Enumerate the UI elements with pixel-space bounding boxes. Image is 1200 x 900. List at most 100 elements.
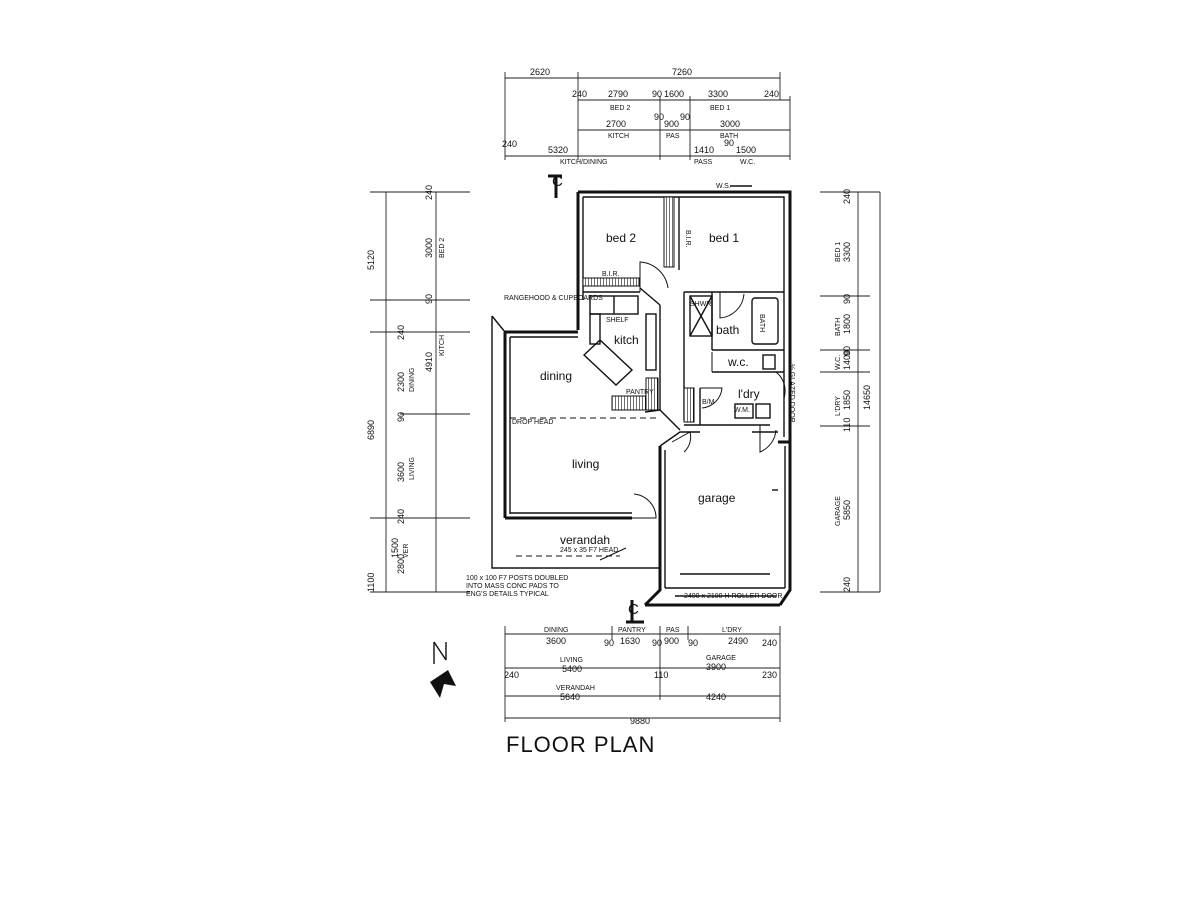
svg-text:240: 240: [396, 325, 406, 340]
svg-text:3900: 3900: [706, 662, 726, 672]
svg-text:240: 240: [762, 638, 777, 648]
svg-text:GARAGE: GARAGE: [835, 496, 842, 526]
svg-text:110: 110: [654, 670, 668, 680]
dims-bottom: DINING PANTRY PAS L'DRY 3600 1630 900 24…: [504, 626, 781, 726]
dim-top-2620: 2620: [530, 67, 550, 77]
wall-garage-left: [643, 446, 662, 607]
room-living-label: living: [572, 457, 599, 471]
doors: [599, 261, 786, 561]
svg-text:W.C.: W.C.: [835, 355, 842, 370]
svg-text:DINING: DINING: [409, 368, 416, 393]
door-wc-glazed: [770, 371, 786, 399]
svg-text:5850: 5850: [842, 500, 852, 520]
svg-text:VER: VER: [403, 544, 410, 558]
svg-text:3000: 3000: [720, 119, 740, 129]
svg-text:6890: 6890: [366, 420, 376, 440]
svg-text:240: 240: [396, 509, 406, 524]
note-shelf: SHELF: [606, 317, 629, 324]
note-garage-door: 2400 x 2100 H ROLLER DOOR: [684, 593, 782, 600]
svg-text:1800: 1800: [842, 314, 852, 334]
svg-text:BED 1: BED 1: [710, 105, 730, 112]
svg-text:90: 90: [688, 638, 698, 648]
verandah-outline: [491, 316, 660, 569]
shower-fixture: [689, 295, 713, 337]
note-bir-bed2: B.I.R.: [602, 271, 620, 278]
dim-top-7260: 7260: [672, 67, 692, 77]
note-bir-bed1: B.I.R.: [684, 230, 691, 248]
svg-text:PASS: PASS: [694, 159, 712, 166]
drawing-title: FLOOR PLAN: [506, 732, 655, 757]
svg-text:5120: 5120: [366, 250, 376, 270]
svg-text:90: 90: [604, 638, 614, 648]
room-labels: bed 2 bed 1 kitch dining bath w.c. l'dry…: [540, 231, 760, 547]
svg-text:3600: 3600: [546, 636, 566, 646]
svg-text:90: 90: [724, 138, 734, 148]
svg-text:240: 240: [424, 185, 434, 200]
door-garage-entry: [671, 431, 692, 453]
svg-text:240: 240: [842, 577, 852, 592]
svg-text:W.C.: W.C.: [740, 159, 755, 166]
room-wc-label: w.c.: [727, 355, 749, 369]
svg-text:1100: 1100: [366, 573, 376, 592]
note-ws: W.S.: [716, 183, 731, 190]
svg-text:90: 90: [680, 112, 690, 122]
note-wc-door: ½ GLAZED DOOR: [788, 364, 796, 423]
svg-text:BATH: BATH: [835, 318, 842, 336]
kitchen-bench-right: [645, 313, 657, 371]
wall-outer-top-right: [578, 190, 792, 444]
svg-text:5640: 5640: [560, 692, 580, 702]
laundry-tub: [734, 403, 754, 419]
svg-text:BED 2: BED 2: [439, 238, 446, 258]
wall-inner-top-right: [583, 196, 785, 437]
svg-text:PAS: PAS: [666, 627, 680, 634]
robe-partition: [663, 196, 675, 268]
room-verandah-label: verandah: [560, 533, 610, 547]
svg-text:90: 90: [842, 294, 852, 304]
note-posts-3: ENG'S DETAILS TYPICAL: [466, 591, 549, 598]
section-marks: C C: [548, 173, 644, 624]
room-bed1-label: bed 1: [709, 231, 739, 245]
room-bed2-label: bed 2: [606, 231, 636, 245]
room-dining-label: dining: [540, 369, 572, 383]
section-c-top: C: [552, 173, 563, 190]
svg-text:5400: 5400: [562, 664, 582, 674]
kitchen-island: [582, 339, 634, 386]
door-living: [632, 493, 657, 519]
door-garage-rear: [759, 425, 777, 453]
dims-top: 2620 7260 240 2790 90 1600 3300 240 BED …: [502, 67, 791, 166]
note-bm: B/M: [702, 399, 715, 406]
svg-text:1410: 1410: [694, 145, 714, 155]
svg-text:2300: 2300: [396, 372, 406, 392]
svg-text:1500: 1500: [736, 145, 756, 155]
door-bed2: [639, 261, 669, 292]
note-rangehood: RANGEHOOD & CUPBOARDS: [504, 295, 603, 302]
svg-text:1630: 1630: [620, 636, 640, 646]
svg-text:4910: 4910: [424, 352, 434, 372]
note-posts-1: 100 x 100 F7 POSTS DOUBLED: [466, 575, 568, 582]
wall-garage-right: [778, 442, 792, 606]
note-beam: 245 x 35 F7 HEAD: [560, 547, 618, 554]
svg-text:90: 90: [652, 638, 662, 648]
note-drop-head: DROP HEAD: [512, 419, 554, 426]
door-ldry: [700, 387, 723, 409]
dim-total-width: 9880: [630, 716, 650, 726]
bath-fixture: [751, 297, 779, 345]
svg-text:240: 240: [502, 139, 517, 149]
svg-text:BED 1: BED 1: [835, 242, 842, 262]
svg-text:240: 240: [764, 89, 779, 99]
room-bath-label: bath: [716, 323, 739, 337]
svg-text:5320: 5320: [548, 145, 568, 155]
svg-text:LIVING: LIVING: [409, 457, 416, 480]
svg-text:3300: 3300: [708, 89, 728, 99]
kitchen-bench-left: [589, 313, 601, 345]
svg-text:2700: 2700: [606, 119, 626, 129]
note-wm: W.M.: [734, 407, 750, 414]
note-posts-2: INTO MASS CONC PADS TO: [466, 583, 559, 590]
svg-text:2790: 2790: [608, 89, 628, 99]
svg-text:PANTRY: PANTRY: [618, 627, 646, 634]
svg-text:1400: 1400: [842, 350, 852, 370]
svg-text:14650: 14650: [862, 385, 872, 410]
svg-text:BED 2: BED 2: [610, 105, 630, 112]
svg-text:900: 900: [664, 119, 679, 129]
svg-text:900: 900: [664, 636, 679, 646]
